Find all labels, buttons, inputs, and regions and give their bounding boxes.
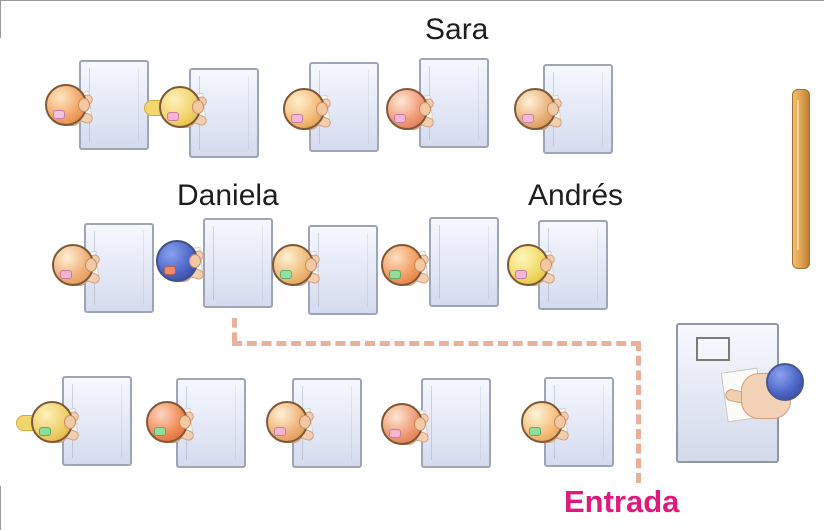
- blackboard: [792, 89, 810, 269]
- student-row-3-1: [16, 395, 89, 453]
- student-row-1-4: [386, 82, 444, 140]
- student-row-1-2: [144, 80, 217, 138]
- desk-row-1-2: [189, 68, 259, 158]
- top-frame-line: [0, 0, 824, 1]
- entrance-label: Entrada: [564, 484, 680, 519]
- entrance-path-right: [636, 341, 641, 483]
- teacher-head: [766, 363, 804, 401]
- student-row-3-5: [521, 395, 579, 453]
- desk-row-2-4: [429, 217, 499, 307]
- student-row-2-4: [381, 238, 439, 296]
- student-row-1-1: [45, 78, 103, 136]
- student-row-2-2: [156, 234, 214, 292]
- student-row-1-5: [514, 82, 572, 140]
- entrance-path-top: [232, 341, 641, 346]
- name-andres: Andrés: [528, 179, 624, 212]
- desk-row-2-3: [308, 225, 378, 315]
- desk-row-3-4: [421, 378, 491, 468]
- teacher-desk-box: [696, 337, 730, 361]
- student-row-2-5: [507, 238, 565, 296]
- student-row-3-4: [381, 397, 439, 455]
- name-daniela: Daniela: [177, 179, 279, 212]
- student-row-2-3: [272, 238, 330, 296]
- left-frame-line-bottom: [0, 486, 1, 530]
- student-row-1-3: [283, 82, 341, 140]
- name-sara: Sara: [425, 13, 489, 46]
- entrance-path-left: [232, 318, 237, 342]
- student-row-3-3: [266, 395, 324, 453]
- student-row-2-1: [52, 238, 110, 296]
- student-row-3-2: [146, 395, 204, 453]
- left-frame-line-top: [0, 0, 1, 38]
